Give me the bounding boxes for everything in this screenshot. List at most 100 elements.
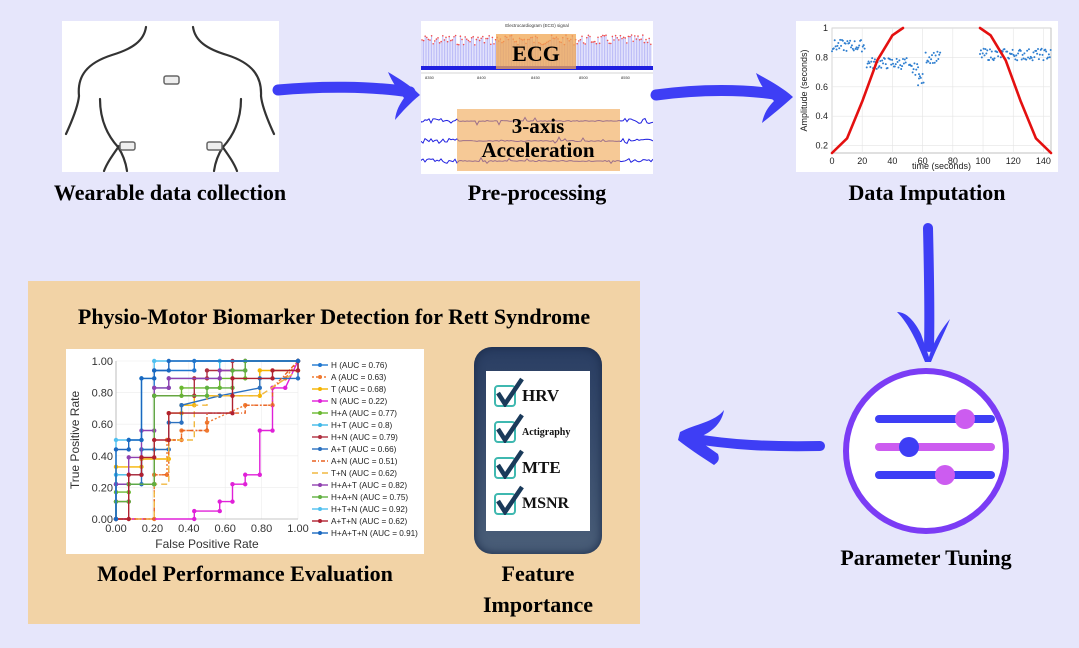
data-point <box>895 57 898 60</box>
data-point <box>865 66 868 69</box>
roc-marker <box>164 472 170 477</box>
y-tick-label: 0.60 <box>92 419 113 431</box>
data-point <box>866 62 869 65</box>
ecg-r-peak <box>462 43 465 46</box>
roc-marker <box>243 472 248 477</box>
ecg-r-peak <box>643 41 646 44</box>
ecg-r-peak <box>578 40 580 42</box>
ecg-r-peak <box>642 34 644 36</box>
slider-knob <box>935 465 955 485</box>
ecg-r-peak <box>610 42 612 45</box>
roc-marker <box>126 437 131 443</box>
data-point <box>892 62 895 65</box>
data-point <box>1041 53 1044 56</box>
data-point <box>989 56 992 59</box>
data-point <box>901 58 904 61</box>
data-point <box>900 67 903 70</box>
data-point <box>990 50 993 53</box>
data-point <box>937 57 940 60</box>
y-tick-label: 1 <box>823 23 828 33</box>
ecg-r-peak <box>453 35 455 38</box>
ecg-r-peak <box>616 36 618 39</box>
ecg-r-peak <box>584 43 586 45</box>
data-point <box>877 66 880 69</box>
data-point <box>835 48 838 51</box>
roc-marker <box>166 358 171 364</box>
ecg-r-peak <box>602 34 604 37</box>
roc-marker <box>270 368 275 373</box>
parameter-tuning-label: Parameter Tuning <box>840 545 1012 570</box>
ecg-r-peak <box>443 39 446 41</box>
data-point <box>1019 49 1022 52</box>
x-tick-label: 0 <box>829 156 834 166</box>
data-point <box>988 58 991 61</box>
roc-marker <box>139 376 144 381</box>
data-point <box>875 67 878 70</box>
roc-marker <box>126 472 131 477</box>
data-point <box>831 50 833 53</box>
legend-marker <box>318 519 322 523</box>
data-point <box>1017 52 1020 55</box>
checkmark-icon <box>496 485 524 515</box>
ecg-r-peak <box>627 35 630 38</box>
data-point <box>917 66 920 69</box>
ecg-r-peak <box>589 35 591 38</box>
x-tick-label: 0.40 <box>178 523 199 535</box>
legend-label: H (AUC = 0.76) <box>331 361 387 370</box>
slider-knob <box>899 437 919 457</box>
data-point <box>839 38 842 41</box>
data-point <box>899 64 902 67</box>
panel-title: Physio-Motor Biomarker Detection for Ret… <box>77 304 591 329</box>
ecg-r-peak <box>491 36 494 39</box>
data-point <box>863 47 866 50</box>
data-point <box>844 42 847 45</box>
legend-marker <box>318 447 322 451</box>
ecg-r-peak <box>485 37 487 40</box>
data-point <box>1015 54 1018 57</box>
roc-marker <box>243 482 248 487</box>
data-point <box>849 39 852 42</box>
ecg-r-peak <box>482 35 484 38</box>
data-point <box>928 56 931 59</box>
ecg-r-peak <box>637 35 639 37</box>
roc-marker <box>204 420 210 425</box>
data-point <box>927 60 930 63</box>
data-point <box>938 53 941 56</box>
data-point <box>933 61 936 64</box>
ecg-tick: 8450 <box>531 75 541 80</box>
y-tick-label: 0.8 <box>815 52 828 62</box>
ecg-r-peak <box>446 40 449 43</box>
data-point <box>857 46 860 49</box>
data-point <box>992 59 995 62</box>
data-point <box>904 61 907 64</box>
data-point <box>1032 51 1035 54</box>
ecg-r-peak <box>442 34 444 37</box>
feature-importance-phone: HRV Actigraphy MTE MSNR <box>474 347 602 554</box>
data-point <box>922 81 925 84</box>
data-point <box>1037 58 1040 61</box>
left-hip-sensor <box>119 141 136 151</box>
data-point <box>1038 53 1041 56</box>
ecg-r-peak <box>595 42 598 45</box>
data-point <box>838 47 841 50</box>
data-point <box>878 65 881 68</box>
ecg-r-peak <box>421 39 423 41</box>
ecg-tick: 8350 <box>425 75 435 80</box>
legend-marker <box>318 531 322 535</box>
legend-marker <box>318 423 322 427</box>
data-point <box>985 52 988 55</box>
data-point <box>881 59 884 62</box>
data-point <box>1047 53 1050 56</box>
roc-marker <box>204 368 210 373</box>
ecg-r-peak <box>426 36 428 39</box>
data-point <box>920 82 923 85</box>
data-point <box>832 47 835 50</box>
x-tick-label: 120 <box>1006 156 1021 166</box>
ecg-r-peak <box>581 35 583 38</box>
arrow-left-icon <box>678 410 825 465</box>
y-tick-label: 0.2 <box>815 141 828 151</box>
data-point <box>893 65 896 68</box>
feature-item: HRV <box>494 377 559 407</box>
data-point <box>903 58 906 61</box>
